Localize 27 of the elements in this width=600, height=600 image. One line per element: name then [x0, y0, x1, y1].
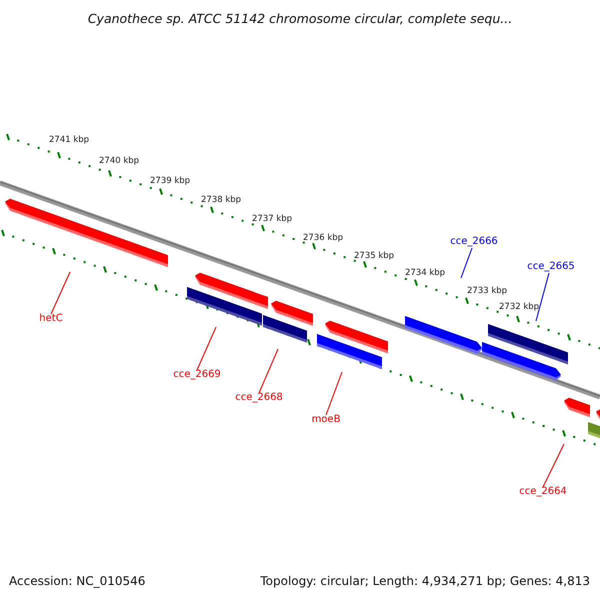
- scale-label: 2737 kbp: [252, 214, 292, 224]
- accession-text: Accession: NC_010546: [9, 574, 146, 588]
- leader-line: [196, 326, 216, 370]
- map-title: Cyanothece sp. ATCC 51142 chromosome circular, complete sequ...: [86, 10, 514, 28]
- scale-label: 2732 kbp: [499, 302, 540, 312]
- gene-label: cce_2669: [173, 369, 221, 381]
- gene-label: moeB: [312, 414, 340, 426]
- scale-label: 2739 kbp: [150, 176, 190, 186]
- leader-line: [460, 248, 472, 278]
- scale-label: 2740 kbp: [99, 156, 140, 166]
- scale-label: 2738 kbp: [201, 195, 242, 205]
- gene-label: hetC: [39, 313, 63, 325]
- summary-text: Topology: circular; Length: 4,934,271 bp; Genes: 4,813: [260, 574, 590, 588]
- leader-line: [326, 372, 342, 416]
- leader-line: [50, 272, 70, 314]
- gene-label: cce_2668: [235, 392, 283, 404]
- scale-label: 2733 kbp: [467, 286, 508, 296]
- leader-line: [258, 348, 278, 394]
- scale-label: 2735 kbp: [354, 251, 394, 261]
- scale-label: 2734 kbp: [405, 268, 446, 278]
- gene-label: cce_2666: [450, 236, 498, 248]
- scale-label: 2741 kbp: [49, 135, 90, 145]
- gene-label: cce_2665: [527, 261, 575, 273]
- gene-label: cce_2664: [519, 486, 567, 498]
- leader-line: [542, 444, 564, 488]
- leader-line: [536, 272, 550, 322]
- scale-label: 2736 kbp: [303, 233, 344, 243]
